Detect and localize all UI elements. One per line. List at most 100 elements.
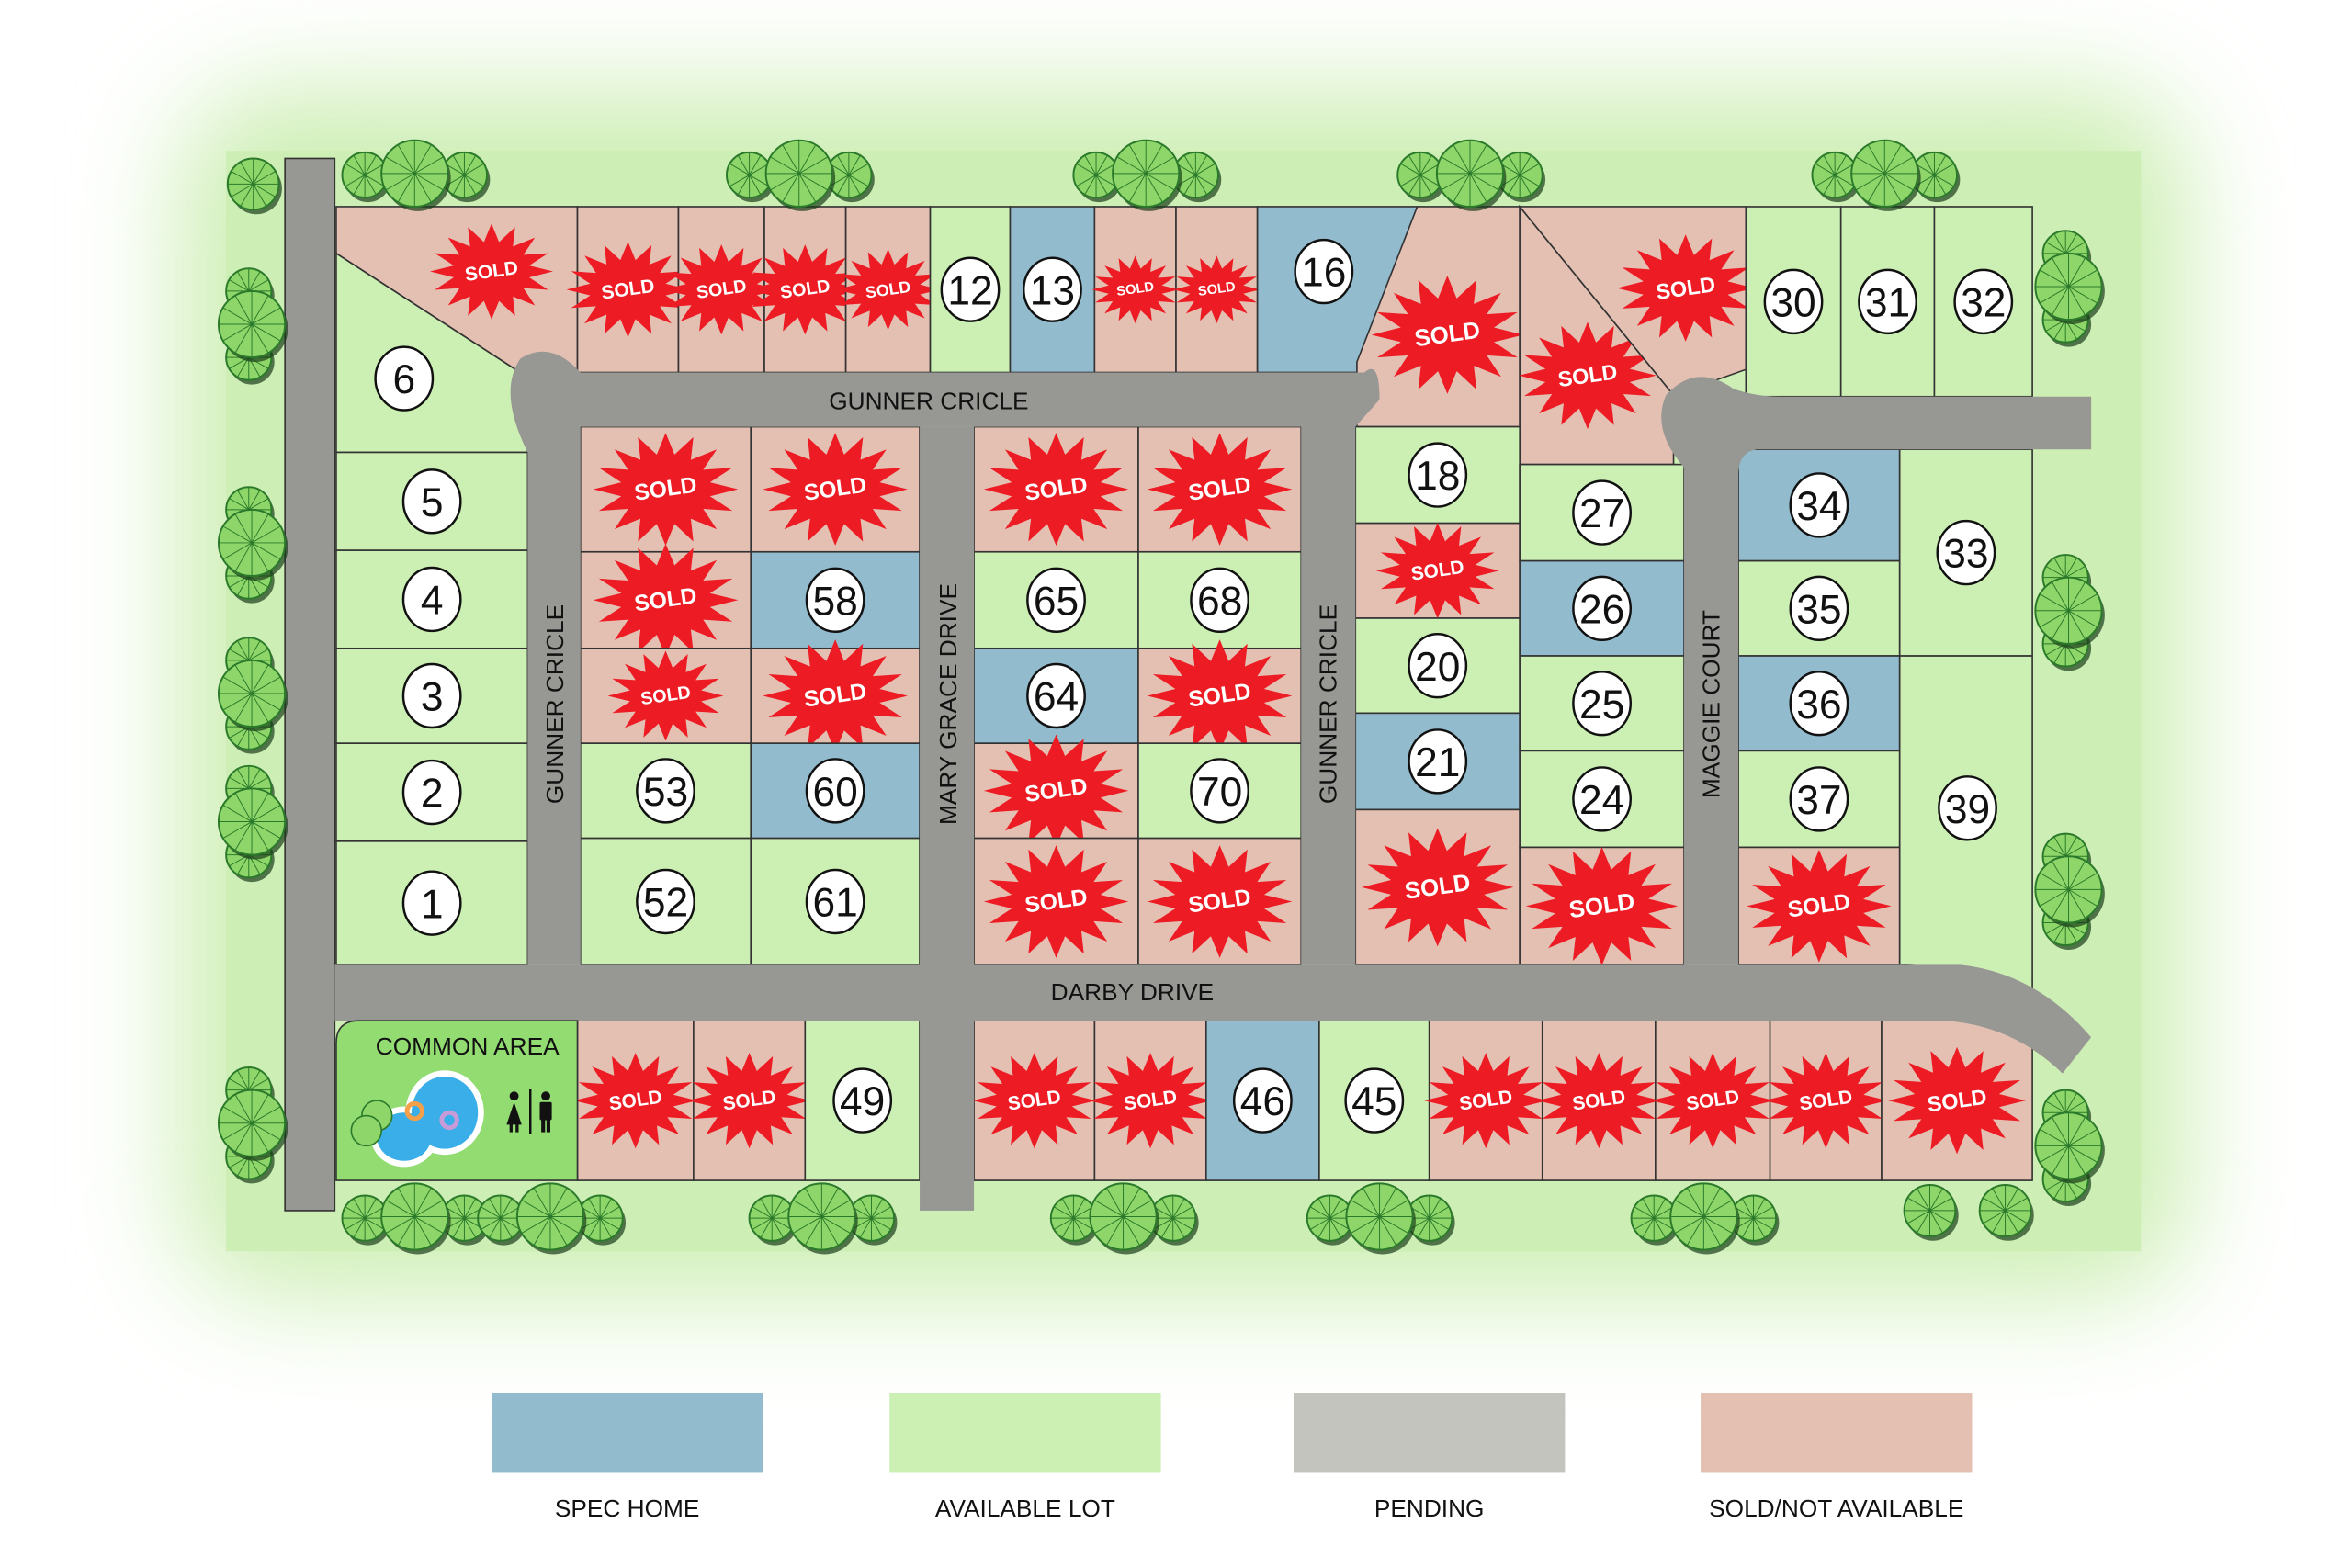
lot-number: 70 — [1197, 770, 1242, 815]
lot-60[interactable]: 60 — [750, 742, 921, 840]
lot-sold[interactable]: SOLD — [972, 1020, 1096, 1181]
sold-badge: SOLD — [763, 639, 908, 752]
lot-2[interactable]: 2 — [335, 742, 529, 842]
lot-21[interactable]: 21 — [1354, 712, 1521, 811]
lot-sold[interactable]: SOLD — [1519, 204, 1675, 466]
lot-sold[interactable]: SOLD — [1137, 837, 1303, 966]
lot-20[interactable]: 20 — [1354, 617, 1521, 715]
lot-number-marker — [401, 759, 462, 826]
sold-badge: SOLD — [763, 433, 908, 547]
lot-sold[interactable]: SOLD — [835, 206, 941, 374]
lot-number-marker — [1026, 567, 1086, 633]
lot-64[interactable]: 64 — [973, 647, 1139, 745]
lot-sold[interactable]: SOLD — [973, 425, 1139, 553]
lot-sold[interactable]: SOLD — [747, 206, 864, 374]
lot-5[interactable]: 5 — [335, 451, 529, 551]
lot-number-marker — [1344, 1067, 1405, 1134]
lot-36[interactable]: 36 — [1737, 655, 1901, 752]
lot-sold[interactable]: SOLD — [1651, 1020, 1775, 1181]
lot-sold[interactable]: SOLD — [1137, 639, 1303, 752]
lot-53[interactable]: 53 — [579, 742, 752, 840]
lot-31[interactable]: 31 — [1839, 206, 1936, 398]
lot-52[interactable]: 52 — [579, 837, 752, 966]
tree-icon — [1149, 1194, 1199, 1246]
lot-65[interactable]: 65 — [973, 550, 1139, 649]
lot-58[interactable]: 58 — [750, 550, 921, 649]
lot-number: 68 — [1197, 579, 1242, 624]
lot-26[interactable]: 26 — [1519, 559, 1685, 657]
lot-1[interactable]: 1 — [335, 840, 529, 966]
lot-13[interactable]: 13 — [1009, 206, 1096, 374]
legend-swatch — [491, 1393, 763, 1473]
tree-icon — [226, 157, 282, 215]
lot-61[interactable]: 61 — [750, 837, 921, 966]
lot-35[interactable]: 35 — [1737, 559, 1901, 657]
lot-sold[interactable]: SOLD — [579, 425, 752, 553]
lot-sold[interactable]: SOLD — [579, 647, 752, 745]
tree-icon — [2034, 1111, 2105, 1184]
tree-icon — [764, 139, 836, 211]
lot-68[interactable]: 68 — [1137, 550, 1303, 649]
lot-number-marker — [1572, 766, 1632, 832]
lot-3[interactable]: 3 — [335, 647, 529, 745]
common-area[interactable]: COMMON AREA — [335, 1020, 579, 1181]
lot-4[interactable]: 4 — [335, 549, 529, 649]
lot-number-marker — [1572, 479, 1632, 546]
lot-sold[interactable]: SOLD — [1091, 206, 1179, 374]
lot-sold[interactable]: SOLD — [750, 639, 921, 752]
sold-badge: SOLD — [1764, 1052, 1888, 1149]
lot-12[interactable]: 12 — [929, 206, 1012, 374]
lot-45[interactable]: 45 — [1318, 1020, 1430, 1181]
lot-25[interactable]: 25 — [1519, 655, 1685, 752]
lot-30[interactable]: 30 — [1745, 206, 1842, 398]
sold-starburst-icon — [1537, 1052, 1661, 1149]
lot-70[interactable]: 70 — [1137, 742, 1303, 840]
sold-starburst-icon — [1888, 1046, 2026, 1155]
lot-sold[interactable]: SOLD — [573, 1020, 697, 1181]
lot-sold[interactable]: SOLD — [335, 206, 579, 374]
sold-starburst-icon — [1424, 1052, 1548, 1149]
sold-starburst-icon — [763, 639, 908, 752]
tree-icon — [1435, 139, 1507, 211]
lot-sold[interactable]: SOLD — [973, 837, 1139, 966]
lot-sold[interactable]: SOLD — [1354, 808, 1521, 966]
lot-sold[interactable]: SOLD — [1764, 1020, 1888, 1181]
tree-icon — [440, 151, 491, 203]
lot-sold[interactable]: SOLD — [1356, 206, 1524, 428]
sold-badge: SOLD — [747, 244, 864, 335]
lot-number: 53 — [643, 770, 688, 815]
lot-sold[interactable]: SOLD — [1519, 846, 1685, 966]
lot-sold[interactable]: SOLD — [973, 734, 1139, 848]
lot-sold[interactable]: SOLD — [687, 1020, 811, 1181]
lot-sold[interactable]: SOLD — [1518, 206, 1755, 397]
lot-24[interactable]: 24 — [1519, 750, 1685, 849]
lot-49[interactable]: 49 — [804, 1020, 921, 1181]
lot-18[interactable]: 18 — [1354, 425, 1521, 525]
lot-sold[interactable]: SOLD — [1537, 1020, 1661, 1181]
lot-sold[interactable]: SOLD — [1737, 846, 1901, 966]
sold-starburst-icon — [1147, 639, 1293, 752]
lot-46[interactable]: 46 — [1205, 1020, 1320, 1181]
lot-sold[interactable]: SOLD — [1354, 522, 1521, 619]
road-darby-curve — [1899, 964, 2092, 1074]
lot-sold[interactable]: SOLD — [750, 425, 921, 553]
lot-sold[interactable]: SOLD — [1089, 1020, 1213, 1181]
lot-sold[interactable]: SOLD — [1881, 1020, 2033, 1181]
lot-sold[interactable]: SOLD — [566, 206, 690, 374]
lot-sold[interactable]: SOLD — [579, 543, 752, 657]
sold-starburst-icon — [1147, 433, 1293, 547]
lot-number: 60 — [812, 770, 857, 815]
lot-sold[interactable]: SOLD — [1137, 425, 1303, 553]
lot-number: 65 — [1034, 579, 1079, 624]
lot-37[interactable]: 37 — [1737, 750, 1901, 849]
lot-27[interactable]: 27 — [1519, 463, 1685, 562]
lot-sold[interactable]: SOLD — [1424, 1020, 1548, 1181]
lot-sold[interactable]: SOLD — [1173, 206, 1261, 374]
lot-32[interactable]: 32 — [1933, 206, 2033, 398]
sold-starburst-icon — [983, 845, 1129, 958]
tree-icon — [217, 659, 288, 732]
lot-39[interactable]: 39 — [1898, 655, 2033, 997]
lot-34[interactable]: 34 — [1737, 448, 1901, 562]
lot-33[interactable]: 33 — [1898, 448, 2033, 657]
